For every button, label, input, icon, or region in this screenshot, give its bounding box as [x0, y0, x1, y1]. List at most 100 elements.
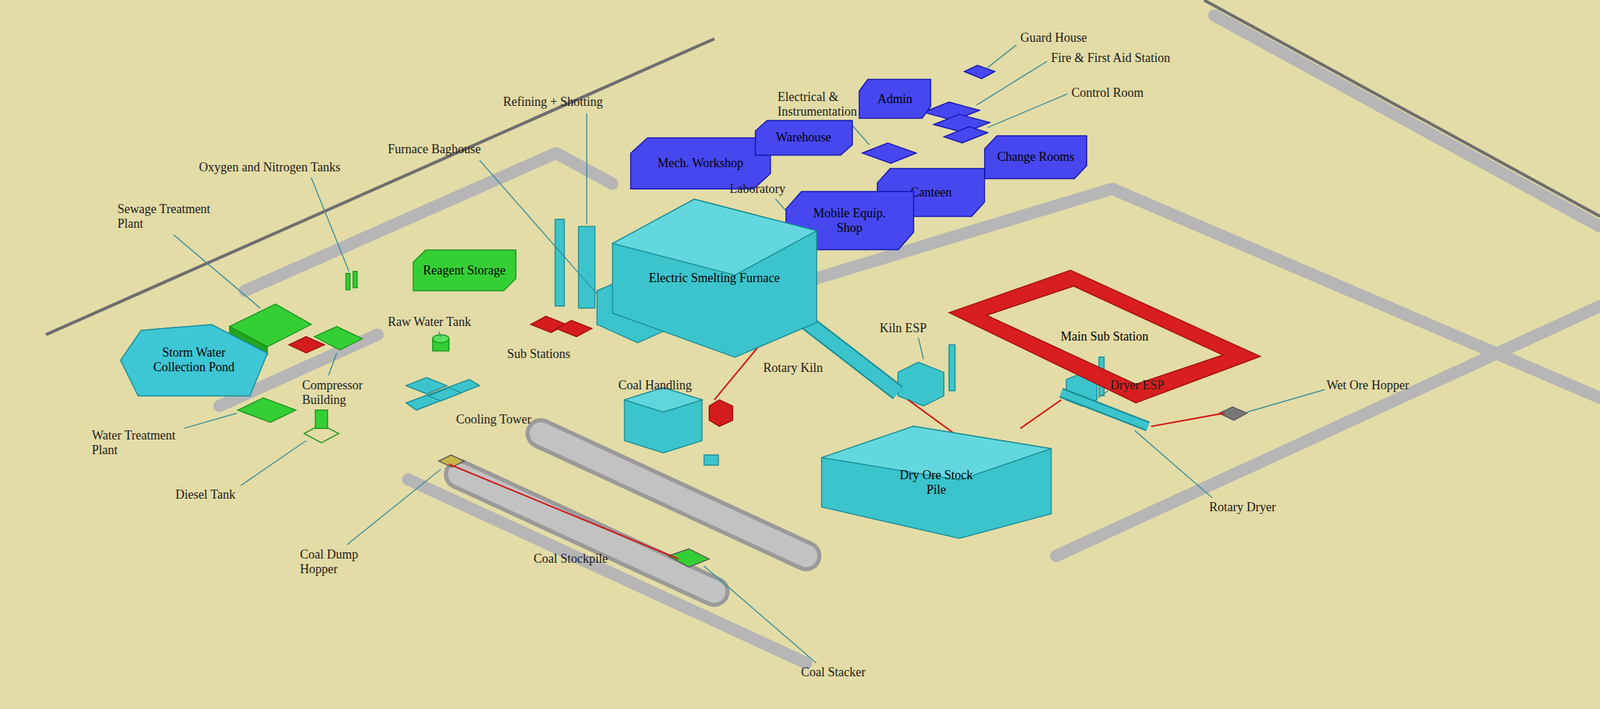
water — [120, 324, 268, 397]
leader-line — [918, 337, 924, 360]
roof — [984, 135, 1087, 180]
leader-line — [311, 177, 350, 272]
warehouse-building: Warehouse — [755, 120, 853, 156]
building-name: Admin — [877, 91, 913, 107]
workshop-building: Mech. Workshop — [630, 137, 771, 189]
roof — [413, 250, 516, 292]
office-building — [964, 65, 996, 79]
callout-label: Compressor Building — [301, 378, 375, 407]
leader-line — [183, 413, 237, 429]
utility-building — [345, 273, 350, 290]
leader-line — [987, 94, 1067, 128]
process-equipment — [624, 388, 702, 454]
leader-line — [347, 469, 442, 545]
roof — [612, 199, 817, 276]
roof — [859, 79, 932, 119]
conveyor — [1020, 400, 1062, 429]
building-name: Warehouse — [775, 130, 832, 145]
leader-line — [987, 45, 1017, 68]
office-building: Admin — [859, 79, 932, 119]
red-building — [556, 320, 592, 337]
callout-label: Cooling Tower — [456, 412, 532, 428]
roof — [630, 137, 771, 189]
callout-label: Kiln ESP — [879, 321, 927, 336]
furnace-building: Electric Smelting Furnace — [612, 199, 817, 358]
callout-label: Wet Ore Hopper — [1326, 378, 1410, 394]
process-equipment — [578, 226, 595, 309]
coal-stockpile — [540, 433, 807, 557]
building-name: Storm Water Collection Pond — [148, 345, 240, 375]
substation-frame: Main Sub Station — [949, 270, 1261, 403]
leader-line — [241, 441, 307, 486]
building-name: Change Rooms — [997, 149, 1075, 165]
road — [1214, 15, 1600, 227]
process-equipment — [898, 362, 945, 407]
conveyor — [448, 464, 679, 559]
office-building — [862, 142, 917, 164]
callout-label: Rotary Kiln — [763, 360, 823, 376]
leader-line — [328, 353, 338, 376]
process-equipment — [555, 219, 565, 306]
building-name: Main Sub Station — [1060, 329, 1149, 345]
boundary-wall — [1204, 0, 1600, 217]
leader-line — [703, 566, 817, 664]
callout-label: Coal Handling — [618, 378, 692, 394]
callout-label: Coal Stockpile — [533, 551, 609, 567]
red-building — [288, 336, 325, 353]
hopper — [439, 406, 1248, 568]
pond-area: Storm Water Collection Pond — [120, 324, 268, 397]
callout-label: Fire & First Aid Station — [1050, 50, 1171, 66]
frame — [949, 270, 1261, 403]
utility-building — [314, 410, 328, 429]
process-equipment — [406, 379, 480, 411]
callout-label: Control Room — [1071, 85, 1145, 101]
callout-label: Rotary Dryer — [1209, 500, 1276, 515]
boundary-wall — [45, 0, 1600, 335]
roof — [755, 120, 853, 156]
office-building: Change Rooms — [984, 135, 1087, 180]
building-name: Canteen — [910, 185, 952, 200]
leader-line — [1098, 390, 1109, 398]
red-building — [709, 400, 734, 427]
road — [219, 15, 1600, 664]
process-equipment — [703, 455, 719, 466]
callout-label: Refining + Shotting — [503, 94, 603, 110]
callout-label: Furnace Baghouse — [387, 142, 481, 157]
callout-label: Coal Stacker — [800, 665, 865, 681]
coal-stockpile — [459, 433, 807, 592]
conveyor — [448, 311, 1225, 560]
storage-building: Reagent Storage — [413, 250, 516, 292]
callout-label: Coal Dump Hopper — [300, 547, 371, 577]
callout-label: Water Treatment Plant — [91, 428, 190, 458]
wall — [821, 426, 1051, 539]
callout-label: Diesel Tank — [175, 487, 236, 503]
leader-line — [976, 61, 1047, 106]
leader-line — [1246, 390, 1325, 413]
building-name: Reagent Storage — [422, 263, 506, 279]
building-name: Electric Smelting Furnace — [648, 271, 780, 286]
leader-line — [586, 113, 587, 226]
callout-label: Dryer ESP — [1110, 378, 1165, 394]
callout-label: Sewage Treatment Plant — [117, 202, 222, 231]
callout-label: Electrical & Instrumentation — [777, 89, 869, 119]
callout-label: Guard House — [1020, 30, 1087, 46]
wall — [612, 199, 817, 358]
leader-line — [173, 234, 260, 309]
red-building — [288, 316, 733, 427]
callout-label: Sub Stations — [507, 347, 571, 362]
callout-label: Raw Water Tank — [387, 314, 472, 330]
leader-line — [439, 331, 442, 337]
office-building — [943, 126, 988, 143]
leader-line — [1134, 430, 1212, 499]
building-name: Mech. Workshop — [657, 156, 744, 171]
callout-label: Oxygen and Nitrogen Tanks — [199, 160, 341, 175]
stockpile-building: Dry Ore Stock Pile — [821, 426, 1051, 539]
coal-stockpile — [540, 433, 807, 557]
callout-label: Laboratory — [729, 181, 786, 197]
leader-line — [173, 45, 1325, 664]
process-equipment — [949, 344, 956, 391]
road — [1056, 305, 1600, 557]
conveyor — [1151, 413, 1225, 427]
building-name: Mobile Equip. Shop — [810, 206, 889, 235]
